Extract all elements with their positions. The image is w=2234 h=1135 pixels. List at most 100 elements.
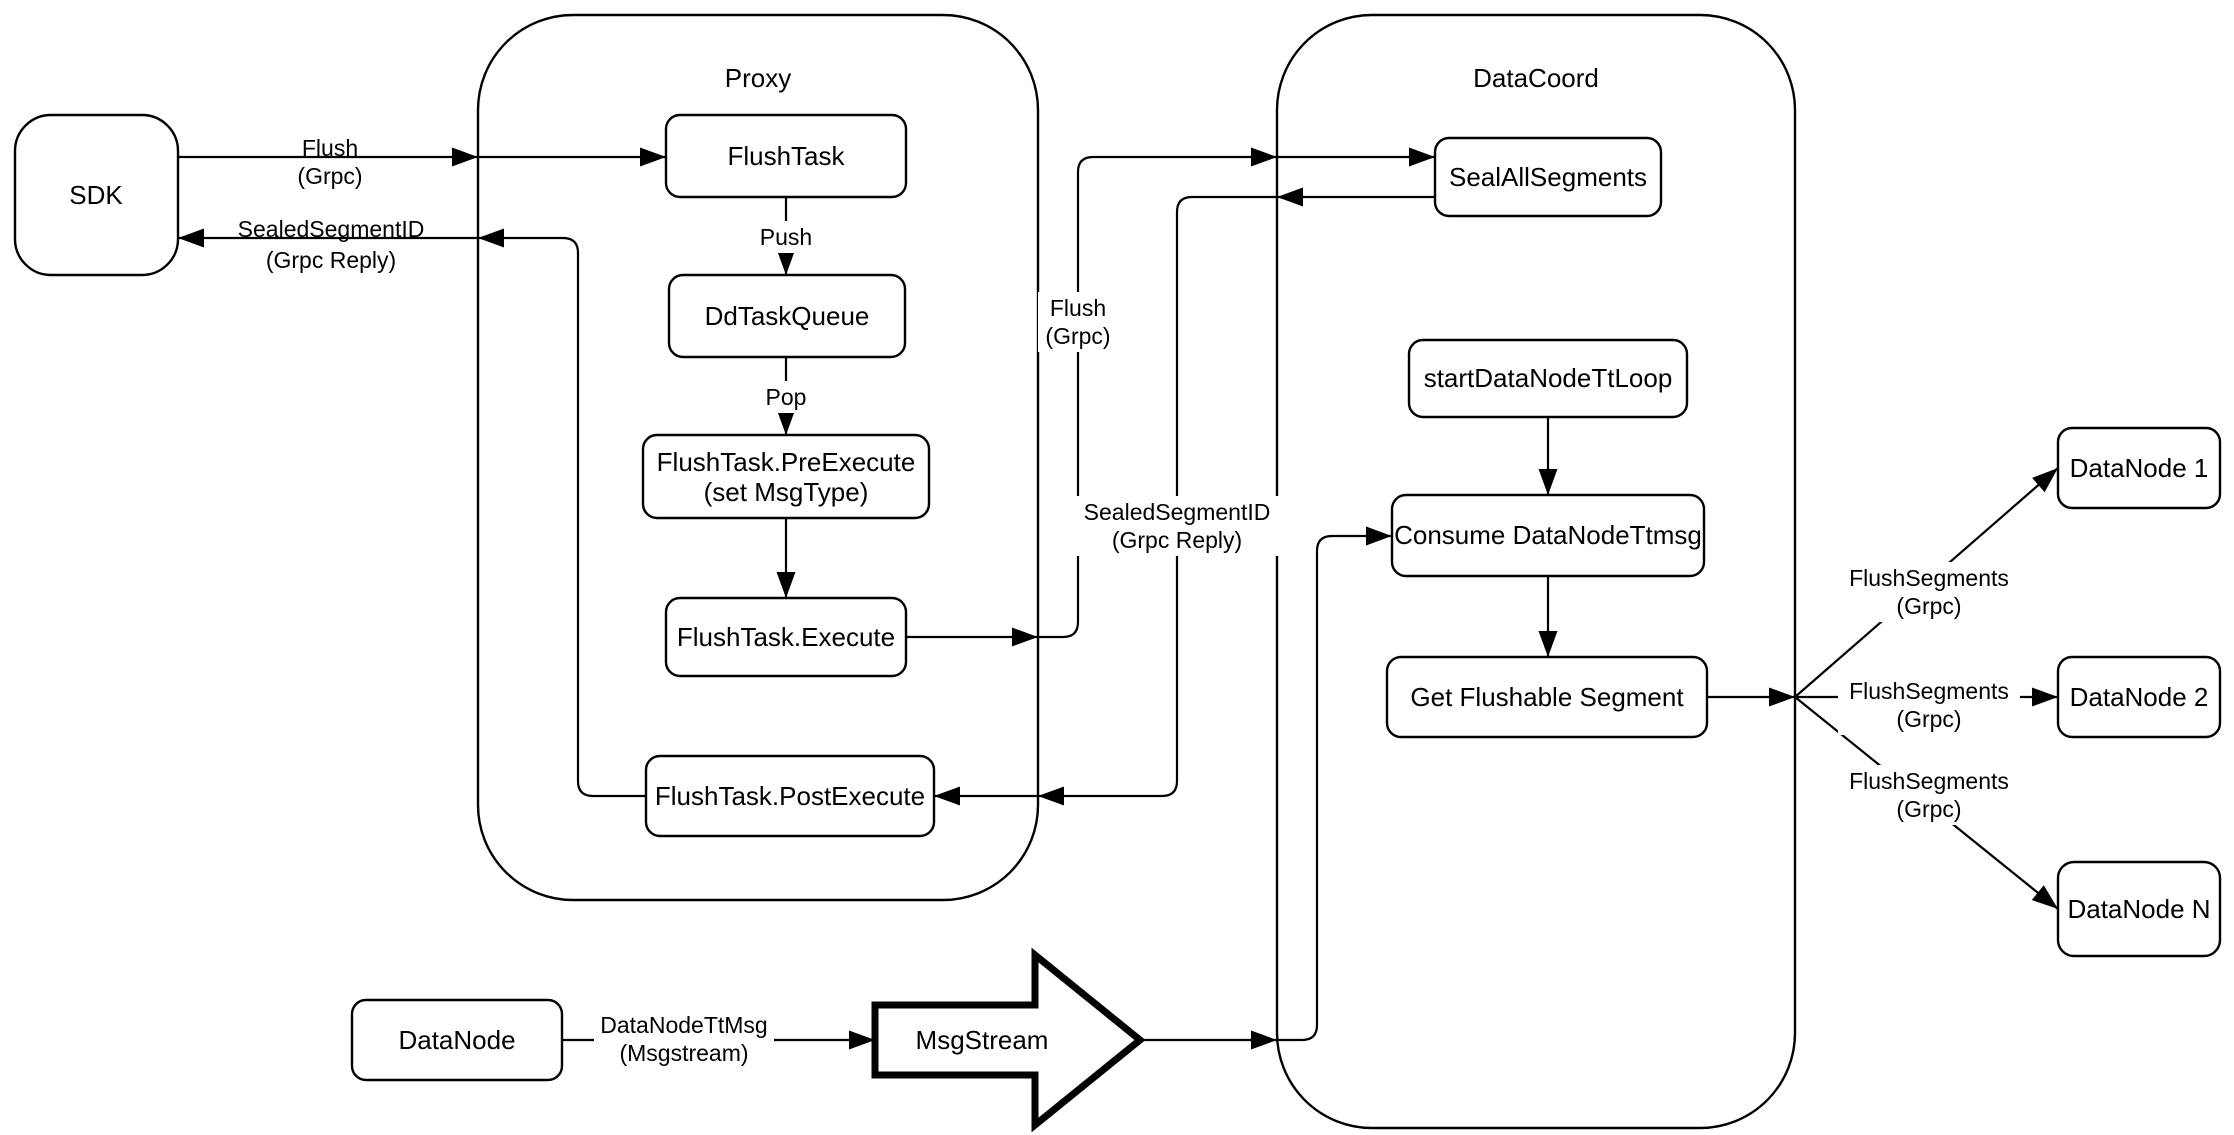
node-execute: FlushTask.Execute	[664, 596, 908, 678]
sealedsegment-reply-label-bg	[1072, 496, 1282, 556]
datanode-source-box	[350, 998, 564, 1082]
arrowhead	[776, 409, 796, 435]
flush-grpc-label-bg	[1038, 292, 1118, 352]
arrowhead	[1038, 786, 1064, 806]
arrowhead	[1251, 147, 1277, 167]
flushsegments3-label-line1: FlushSegments	[1849, 768, 2009, 794]
arrowhead	[452, 147, 478, 167]
datanodettmsg-label-line1: DataNodeTtMsg	[600, 1012, 767, 1038]
edge-execute-to-sealallsegments	[906, 155, 1435, 639]
flushsegments1-label-bg	[1838, 562, 2020, 622]
flushsegments3-label-bg	[1838, 765, 2020, 825]
edge-label-flushsegments-2: FlushSegments (Grpc)	[1838, 675, 2020, 735]
flushsegments1-label-line1: FlushSegments	[1849, 565, 2009, 591]
datanodettmsg-label-bg	[594, 1009, 774, 1069]
sealallsegments-box	[1433, 136, 1663, 218]
flush-sdk-label-line2: (Grpc)	[297, 163, 362, 189]
pop-label-bg	[757, 381, 815, 413]
datanode2-box	[2056, 655, 2222, 739]
node-sdk: SDK	[13, 113, 180, 277]
edge-boundary-to-consume	[1277, 534, 1392, 1042]
flushtask-label: FlushTask	[727, 141, 845, 171]
postexecute-box	[644, 754, 936, 838]
arrowhead	[2032, 687, 2058, 707]
getflushablesegment-box	[1385, 655, 1709, 739]
edge-label-flush-grpc: Flush (Grpc)	[1038, 292, 1118, 352]
arrowhead	[776, 249, 796, 275]
node-consumedatanodettmsg: Consume DataNodeTtmsg	[1390, 493, 1706, 578]
push-label-bg	[749, 221, 823, 253]
msgstream-label: MsgStream	[916, 1025, 1049, 1055]
edge-postexecute-to-sdk	[178, 236, 646, 798]
node-datanode-source: DataNode	[350, 998, 564, 1082]
datanode-source-label: DataNode	[398, 1025, 515, 1055]
flushsegments1-label-line2: (Grpc)	[1896, 593, 1961, 619]
edge-label-pop: Pop	[757, 381, 815, 413]
arrowhead	[178, 228, 204, 248]
node-preexecute: FlushTask.PreExecute (set MsgType)	[641, 433, 931, 520]
arrowhead	[1251, 1030, 1277, 1050]
datanode1-box	[2056, 426, 2222, 510]
arrowhead	[1538, 631, 1558, 657]
flush-sdk-label-line1: Flush	[302, 135, 358, 161]
datacoord-container-title: DataCoord	[1473, 63, 1599, 93]
node-getflushablesegment: Get Flushable Segment	[1385, 655, 1709, 739]
msgstream-block-arrow	[871, 947, 1146, 1133]
arrowhead	[2031, 885, 2058, 909]
arrowhead	[1538, 469, 1558, 495]
arrowhead	[776, 572, 796, 598]
proxy-container	[476, 13, 1040, 902]
pop-label: Pop	[766, 384, 807, 410]
startdatanodettloop-box	[1407, 338, 1689, 419]
datanode1-label: DataNode 1	[2070, 453, 2209, 483]
execute-box	[664, 596, 908, 678]
edge-label-sealedsegment-sdk: SealedSegmentID (Grpc Reply)	[238, 216, 425, 273]
postexecute-label: FlushTask.PostExecute	[655, 781, 925, 811]
arrowhead	[640, 147, 666, 167]
node-ddtaskqueue: DdTaskQueue	[667, 273, 907, 359]
datanoden-box	[2056, 860, 2222, 958]
node-startdatanodettloop: startDataNodeTtLoop	[1407, 338, 1689, 419]
consumedatanodettmsg-box	[1390, 493, 1706, 578]
sdk-label: SDK	[69, 180, 123, 210]
datanode2-label: DataNode 2	[2070, 682, 2209, 712]
arrowhead	[1277, 187, 1303, 207]
preexecute-box	[641, 433, 931, 520]
startdatanodettloop-label: startDataNodeTtLoop	[1424, 363, 1673, 393]
arrowhead	[1769, 687, 1795, 707]
node-datanode2: DataNode 2	[2056, 655, 2222, 739]
flush-grpc-label-line1: Flush	[1050, 295, 1106, 321]
node-flushtask: FlushTask	[664, 113, 908, 199]
edge-label-flushsegments-1: FlushSegments (Grpc)	[1838, 562, 2020, 622]
preexecute-label-line1: FlushTask.PreExecute	[657, 447, 916, 477]
consumedatanodettmsg-label: Consume DataNodeTtmsg	[1394, 520, 1702, 550]
arrowhead	[1012, 627, 1038, 647]
sealedsegment-sdk-label-line1: SealedSegmentID	[238, 216, 425, 242]
arrowhead	[2032, 468, 2058, 493]
arrowheads	[178, 147, 2058, 1050]
flushsegments2-label-line1: FlushSegments	[1849, 678, 2009, 704]
sealedsegment-reply-label-line1: SealedSegmentID	[1084, 499, 1271, 525]
edge-label-sealedsegment-reply: SealedSegmentID (Grpc Reply)	[1072, 496, 1282, 556]
edge-label-flushsegments-3: FlushSegments (Grpc)	[1838, 765, 2020, 825]
arrowhead	[478, 228, 504, 248]
node-msgstream: MsgStream	[871, 947, 1146, 1133]
execute-label: FlushTask.Execute	[677, 622, 895, 652]
flushsegments2-label-bg	[1838, 675, 2020, 735]
arrowhead	[1409, 147, 1435, 167]
arrowhead	[934, 786, 960, 806]
proxy-container-title: Proxy	[725, 63, 791, 93]
push-label: Push	[760, 224, 812, 250]
getflushablesegment-label: Get Flushable Segment	[1410, 682, 1684, 712]
sealallsegments-label: SealAllSegments	[1449, 162, 1647, 192]
datanodettmsg-label-line2: (Msgstream)	[619, 1040, 748, 1066]
node-datanoden: DataNode N	[2056, 860, 2222, 958]
arrowhead	[1366, 526, 1392, 546]
node-sealallsegments: SealAllSegments	[1433, 136, 1663, 218]
edge-label-datanodettmsg: DataNodeTtMsg (Msgstream)	[594, 1009, 774, 1069]
edge-label-flush-sdk: Flush (Grpc)	[297, 135, 362, 189]
datacoord-container	[1275, 13, 1797, 1130]
node-postexecute: FlushTask.PostExecute	[644, 754, 936, 838]
